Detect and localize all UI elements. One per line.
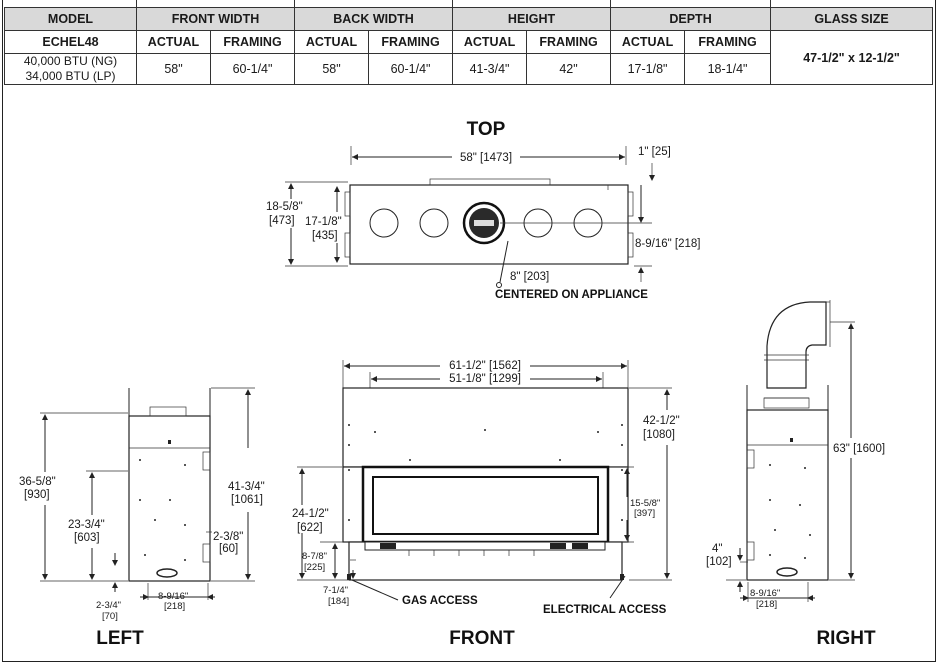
front-view-title: FRONT [449, 628, 515, 649]
model-btu: 40,000 BTU (NG) 34,000 BTU (LP) [4, 53, 137, 85]
top-width-dim: 58" [1473] [460, 152, 512, 164]
top-depth-inner-mm: [435] [312, 230, 338, 242]
front-outer-width: 61-1/2" [1562] [449, 360, 521, 372]
value-height-framing: 42" [526, 53, 612, 85]
value-front-actual: 58" [136, 53, 211, 85]
subheader-framing: FRAMING [368, 30, 454, 54]
subheader-framing: FRAMING [209, 30, 296, 54]
left-height-in: 41-3/4" [228, 481, 265, 493]
vent-elbow [766, 301, 827, 389]
table-top-edge [4, 0, 932, 7]
knockout-2 [419, 208, 449, 238]
front-bottom-mm: [184] [328, 596, 349, 607]
left-gas-in: 2-3/4" [96, 600, 121, 611]
left-overall-in: 36-5/8" [19, 476, 56, 488]
header-back-width: BACK WIDTH [294, 7, 454, 31]
right-elec-mm: [102] [706, 556, 732, 568]
front-base-in: 8-7/8" [302, 551, 327, 562]
top-centered-note: CENTERED ON APPLIANCE [495, 289, 648, 301]
front-glass [372, 476, 599, 535]
front-view: FRONT 61-1/2" [1562] 51-1/8" [1299] [292, 360, 680, 649]
right-view-title: RIGHT [816, 628, 876, 649]
subheader-actual: ACTUAL [136, 30, 211, 54]
left-height-mm: [1061] [231, 494, 263, 506]
left-mid-in: 23-3/4" [68, 519, 105, 531]
value-front-framing: 60-1/4" [209, 53, 296, 85]
right-view: RIGHT 63" [1600] 4" [10 [706, 300, 885, 649]
front-opening-in: 24-1/2" [292, 508, 329, 520]
top-vent-dia-dim: 8" [203] [510, 271, 549, 283]
left-depth-in: 8-9/16" [158, 591, 188, 602]
right-vent-height: 63" [1600] [833, 443, 885, 455]
left-flange-in: 2-3/8" [213, 531, 243, 543]
top-view: TOP 58" [1473] 1" [25] [266, 119, 700, 301]
model-btu-ng: 40,000 BTU (NG) [23, 54, 118, 68]
left-mid-mm: [603] [74, 532, 100, 544]
left-flange-mm: [60] [219, 543, 238, 555]
front-opening-mm: [622] [297, 522, 323, 534]
left-overall-mm: [930] [24, 489, 50, 501]
front-top-height-in: 42-1/2" [643, 415, 680, 427]
value-back-actual: 58" [294, 53, 370, 85]
left-view-title: LEFT [96, 628, 144, 649]
header-glass-size: GLASS SIZE [770, 7, 934, 31]
right-view-body [746, 409, 829, 581]
top-depth-outer-in: 18-5/8" [266, 201, 303, 213]
subheader-actual: ACTUAL [610, 30, 686, 54]
glass-size-value: 47-1/2" x 12-1/2" [770, 30, 934, 85]
top-depth-inner-in: 17-1/8" [305, 216, 342, 228]
right-depth-in: 8-9/16" [750, 588, 780, 599]
header-depth: DEPTH [610, 7, 772, 31]
top-view-title: TOP [467, 119, 506, 140]
front-glass-height-in: 15-5/8" [630, 498, 660, 509]
left-gas-mm: [70] [102, 611, 118, 622]
left-depth-mm: [218] [164, 601, 185, 612]
subheader-actual: ACTUAL [452, 30, 528, 54]
front-top-height-mm: [1080] [643, 429, 675, 441]
front-gas-access: GAS ACCESS [402, 595, 478, 607]
knockout-1 [369, 208, 399, 238]
front-base-mm: [225] [304, 562, 325, 573]
front-glass-height-mm: [397] [634, 508, 655, 519]
right-elec-in: 4" [712, 543, 722, 555]
dimensions-table: MODEL FRONT WIDTH BACK WIDTH HEIGHT DEPT… [4, 7, 934, 85]
top-depth-outer-mm: [473] [269, 215, 295, 227]
right-depth-mm: [218] [756, 599, 777, 610]
model-btu-lp: 34,000 BTU (LP) [25, 69, 116, 83]
header-height: HEIGHT [452, 7, 612, 31]
value-depth-actual: 17-1/8" [610, 53, 686, 85]
left-view: LEFT 36-5/8" [930] 23-3/4" [603] [19, 387, 265, 649]
value-depth-framing: 18-1/4" [684, 53, 772, 85]
subheader-actual: ACTUAL [294, 30, 370, 54]
top-vent-offset-dim: 8-9/16" [218] [635, 238, 700, 250]
front-inner-width: 51-1/8" [1299] [449, 373, 521, 385]
subheader-framing: FRAMING [526, 30, 612, 54]
front-bottom-in: 7-1/4" [323, 585, 348, 596]
value-back-framing: 60-1/4" [368, 53, 454, 85]
front-electrical-access: ELECTRICAL ACCESS [543, 604, 667, 616]
front-upper-panel [342, 387, 629, 468]
top-offset-dim: 1" [25] [638, 146, 671, 158]
